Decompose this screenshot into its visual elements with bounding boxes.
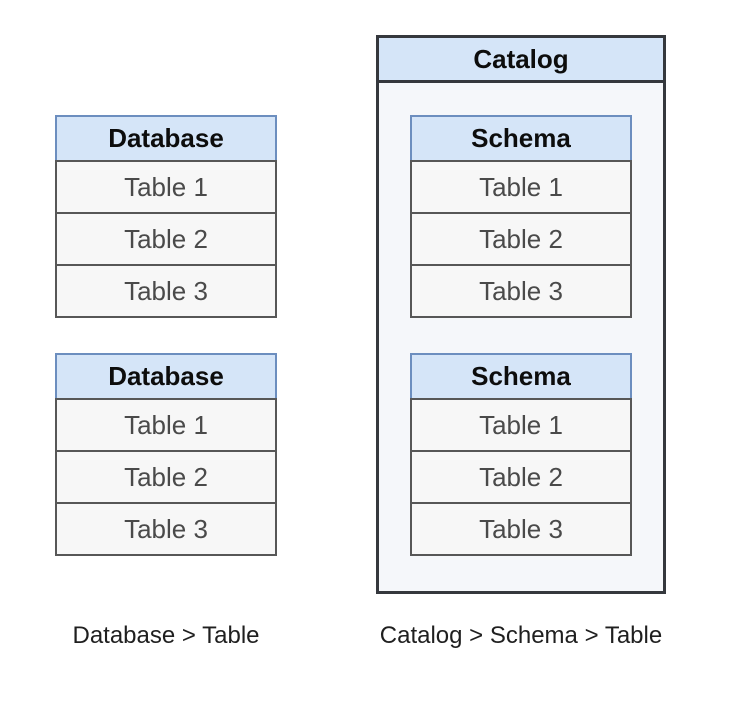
database-table-top: Database Table 1 Table 2 Table 3: [55, 115, 277, 318]
table-row: Table 3: [55, 264, 277, 318]
table-row: Table 3: [55, 502, 277, 556]
database-header: Database: [55, 115, 277, 160]
schema-table-bottom: Schema Table 1 Table 2 Table 3: [410, 353, 632, 556]
table-row: Table 3: [410, 264, 632, 318]
table-row: Table 1: [55, 160, 277, 214]
schema-table-top: Schema Table 1 Table 2 Table 3: [410, 115, 632, 318]
catalog-header: Catalog: [379, 38, 663, 83]
table-row: Table 2: [410, 212, 632, 266]
table-row: Table 1: [410, 398, 632, 452]
database-table-bottom: Database Table 1 Table 2 Table 3: [55, 353, 277, 556]
table-row: Table 1: [55, 398, 277, 452]
table-row: Table 2: [410, 450, 632, 504]
table-row: Table 2: [55, 212, 277, 266]
schema-header: Schema: [410, 115, 632, 160]
schema-header: Schema: [410, 353, 632, 398]
table-row: Table 2: [55, 450, 277, 504]
table-row: Table 1: [410, 160, 632, 214]
right-hierarchy-caption: Catalog > Schema > Table: [379, 622, 663, 649]
table-row: Table 3: [410, 502, 632, 556]
database-header: Database: [55, 353, 277, 398]
catalog-container: Catalog Schema Table 1 Table 2 Table 3 S…: [376, 35, 666, 594]
left-hierarchy-caption: Database > Table: [72, 622, 260, 649]
